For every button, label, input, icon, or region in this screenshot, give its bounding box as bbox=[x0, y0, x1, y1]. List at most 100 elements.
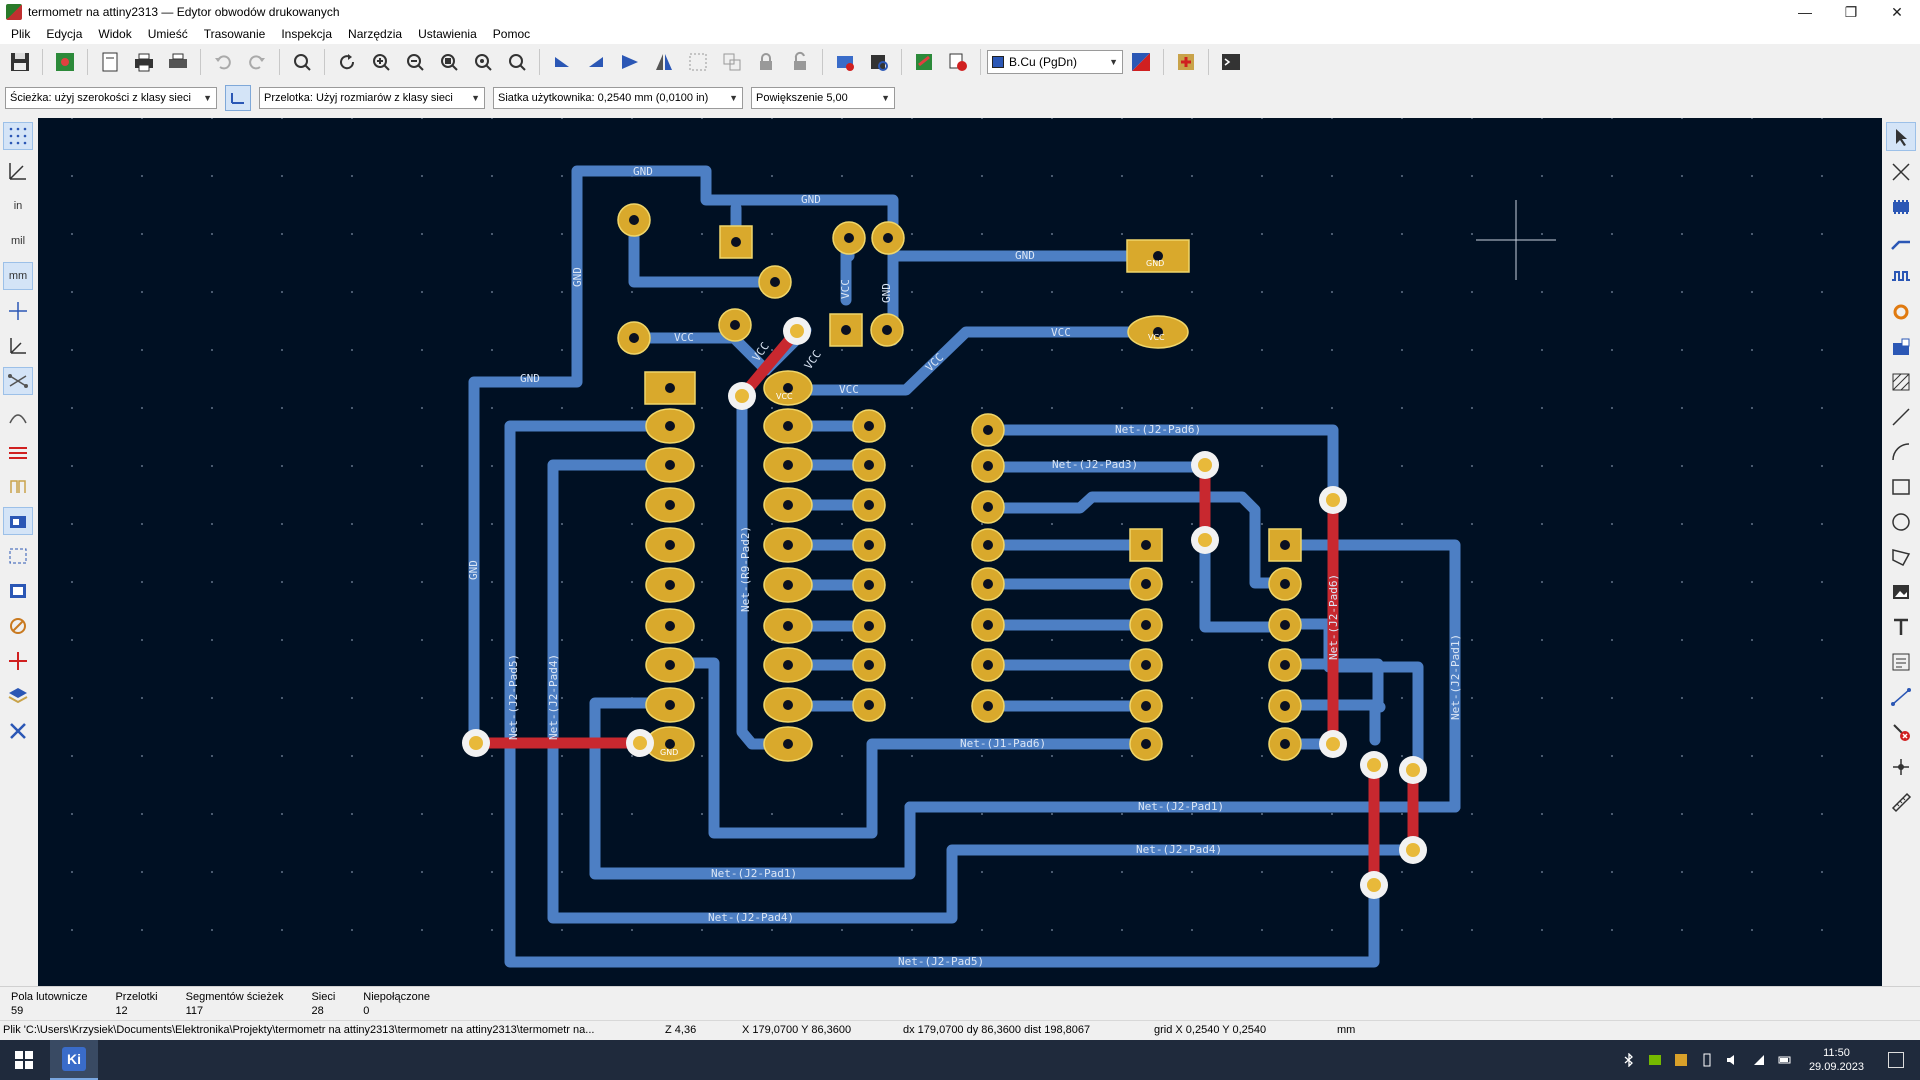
battery-icon[interactable] bbox=[1777, 1052, 1793, 1068]
zoom-fit-icon[interactable] bbox=[433, 46, 465, 78]
zoom-objects-icon[interactable] bbox=[467, 46, 499, 78]
add-textbox-icon[interactable] bbox=[1886, 647, 1916, 676]
layer-pair-icon[interactable] bbox=[1125, 46, 1157, 78]
add-keepout-icon[interactable] bbox=[1886, 367, 1916, 396]
draw-line-icon[interactable] bbox=[1886, 402, 1916, 431]
zoom-out-icon[interactable] bbox=[399, 46, 431, 78]
plot-icon[interactable] bbox=[162, 46, 194, 78]
nvidia-icon[interactable] bbox=[1647, 1052, 1663, 1068]
polar-coords-icon[interactable] bbox=[3, 157, 33, 185]
route-track-icon[interactable] bbox=[1886, 227, 1916, 256]
net-inspector-icon[interactable] bbox=[3, 612, 33, 640]
pcb-canvas[interactable]: GND GND GND GND VCC VCC VCC Net-(J2-Pad6… bbox=[38, 118, 1882, 986]
refresh-icon[interactable] bbox=[331, 46, 363, 78]
local-ratsnest-icon[interactable] bbox=[1886, 157, 1916, 186]
window-title: termometr na attiny2313 — Edytor obwodów… bbox=[28, 5, 340, 19]
add-footprint-icon[interactable] bbox=[1886, 192, 1916, 221]
unlock-icon[interactable] bbox=[784, 46, 816, 78]
scripting-console-icon[interactable] bbox=[1215, 46, 1247, 78]
maximize-button[interactable]: ❐ bbox=[1828, 0, 1874, 24]
close-button[interactable]: ✕ bbox=[1874, 0, 1920, 24]
update-from-schematic-icon[interactable] bbox=[908, 46, 940, 78]
cursor-shape-icon[interactable] bbox=[3, 297, 33, 325]
draw-arc-icon[interactable] bbox=[1886, 437, 1916, 466]
menu-preferences[interactable]: Ustawienia bbox=[410, 27, 485, 41]
mirror-icon[interactable] bbox=[648, 46, 680, 78]
measure-tool-icon[interactable] bbox=[1886, 787, 1916, 816]
add-zone-icon[interactable] bbox=[1886, 332, 1916, 361]
app-tray-icon[interactable] bbox=[1673, 1052, 1689, 1068]
undo-icon[interactable] bbox=[207, 46, 239, 78]
unit-mil-button[interactable]: mil bbox=[3, 227, 33, 255]
pads-sketch-icon[interactable] bbox=[3, 472, 33, 500]
ratsnest-icon[interactable] bbox=[3, 367, 33, 395]
footprint-editor-icon[interactable] bbox=[829, 46, 861, 78]
save-icon[interactable] bbox=[4, 46, 36, 78]
zoom-in-icon[interactable] bbox=[365, 46, 397, 78]
settings-tools-icon[interactable] bbox=[3, 717, 33, 745]
draw-polygon-icon[interactable] bbox=[1886, 542, 1916, 571]
via-sketch-icon[interactable] bbox=[3, 507, 33, 535]
python-scripting-icon[interactable] bbox=[1170, 46, 1202, 78]
rotate-cw-icon[interactable] bbox=[580, 46, 612, 78]
wifi-icon[interactable] bbox=[1751, 1052, 1767, 1068]
trace-label-gnd: GND bbox=[467, 560, 480, 580]
lock-icon[interactable] bbox=[750, 46, 782, 78]
unit-inch-button[interactable]: in bbox=[3, 192, 33, 220]
taskbar-clock[interactable]: 11:50 29.09.2023 bbox=[1809, 1046, 1864, 1074]
grid-select[interactable]: Siatka użytkownika: 0,2540 mm (0,0100 in… bbox=[493, 87, 743, 109]
unit-mm-button[interactable]: mm bbox=[3, 262, 33, 290]
menu-place[interactable]: Umieść bbox=[140, 27, 196, 41]
taskbar-kicad-button[interactable]: Ki bbox=[50, 1040, 98, 1080]
print-icon[interactable] bbox=[128, 46, 160, 78]
drc-icon[interactable] bbox=[942, 46, 974, 78]
track-width-select[interactable]: Ścieżka: użyj szerokości z klasy sieci ▼ bbox=[5, 87, 217, 109]
minimize-button[interactable]: — bbox=[1782, 0, 1828, 24]
pad bbox=[1130, 568, 1162, 600]
flip-icon[interactable] bbox=[614, 46, 646, 78]
find-icon[interactable] bbox=[286, 46, 318, 78]
menu-tools[interactable]: Narzędzia bbox=[340, 27, 410, 41]
layer-selector[interactable]: B.Cu (PgDn) ▼ bbox=[987, 50, 1123, 74]
group-icon[interactable] bbox=[682, 46, 714, 78]
select-arrow-icon[interactable] bbox=[1886, 122, 1916, 151]
grid-toggle-icon[interactable] bbox=[3, 122, 33, 150]
redo-icon[interactable] bbox=[241, 46, 273, 78]
windows-start-icon[interactable] bbox=[0, 1040, 48, 1080]
menu-file[interactable]: Plik bbox=[3, 27, 38, 41]
add-text-icon[interactable] bbox=[1886, 612, 1916, 641]
zoom-selection-icon[interactable] bbox=[501, 46, 533, 78]
track-sketch-icon[interactable] bbox=[3, 542, 33, 570]
grid-origin-icon[interactable] bbox=[1886, 752, 1916, 781]
show-zones-icon[interactable] bbox=[3, 437, 33, 465]
via-size-select[interactable]: Przelotka: Użyj rozmiarów z klasy sieci … bbox=[259, 87, 485, 109]
layers-manager-icon[interactable] bbox=[3, 682, 33, 710]
add-dimension-icon[interactable] bbox=[1886, 682, 1916, 711]
delete-tool-icon[interactable] bbox=[1886, 717, 1916, 746]
high-contrast-icon[interactable] bbox=[3, 577, 33, 605]
auto-track-width-icon[interactable] bbox=[225, 85, 251, 111]
ungroup-icon[interactable] bbox=[716, 46, 748, 78]
notifications-icon[interactable] bbox=[1888, 1052, 1904, 1068]
draw-circle-icon[interactable] bbox=[1886, 507, 1916, 536]
footprint-browser-icon[interactable] bbox=[863, 46, 895, 78]
zoom-select[interactable]: Powiększenie 5,00 ▼ bbox=[751, 87, 895, 109]
menu-help[interactable]: Pomoc bbox=[485, 27, 538, 41]
add-via-icon[interactable] bbox=[1886, 297, 1916, 326]
bluetooth-icon[interactable] bbox=[1621, 1052, 1637, 1068]
add-image-icon[interactable] bbox=[1886, 577, 1916, 606]
page-settings-icon[interactable] bbox=[94, 46, 126, 78]
draw-rectangle-icon[interactable] bbox=[1886, 472, 1916, 501]
tune-length-icon[interactable] bbox=[1886, 262, 1916, 291]
axis-icon[interactable] bbox=[3, 332, 33, 360]
cross-probe-icon[interactable] bbox=[3, 647, 33, 675]
board-setup-icon[interactable] bbox=[49, 46, 81, 78]
menu-inspect[interactable]: Inspekcja bbox=[273, 27, 340, 41]
curved-ratsnest-icon[interactable] bbox=[3, 402, 33, 430]
usb-icon[interactable] bbox=[1699, 1052, 1715, 1068]
menu-view[interactable]: Widok bbox=[90, 27, 139, 41]
speaker-icon[interactable] bbox=[1725, 1052, 1741, 1068]
rotate-ccw-icon[interactable] bbox=[546, 46, 578, 78]
menu-edit[interactable]: Edycja bbox=[38, 27, 90, 41]
menu-route[interactable]: Trasowanie bbox=[196, 27, 274, 41]
